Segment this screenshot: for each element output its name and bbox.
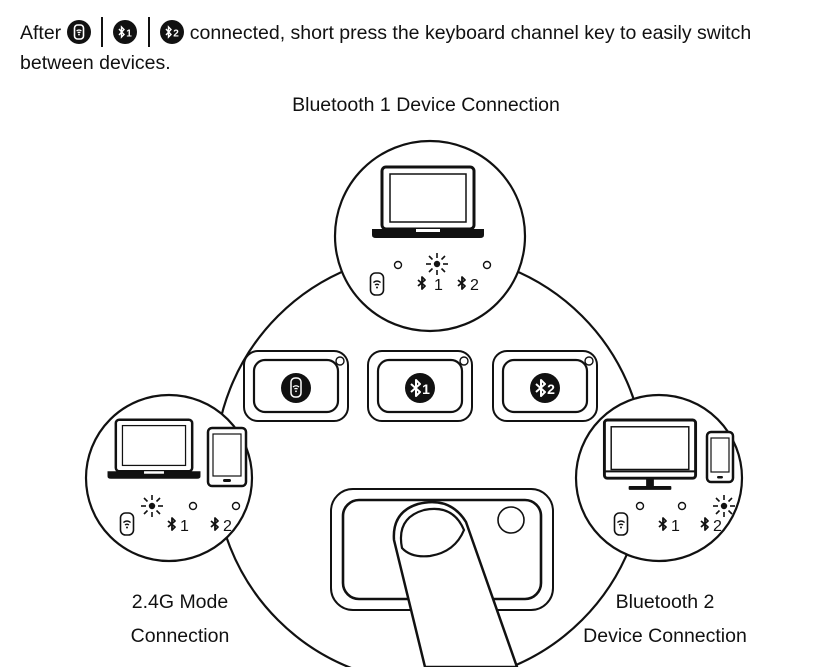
indicator-off bbox=[188, 501, 198, 511]
key-bluetooth-1: 1 bbox=[366, 349, 474, 423]
phone-icon bbox=[705, 430, 735, 484]
indicator-label-1: 1 bbox=[180, 518, 189, 535]
key-bluetooth-2: 2 bbox=[491, 349, 599, 423]
indicator-light bbox=[497, 506, 525, 534]
svg-text:2: 2 bbox=[547, 381, 555, 397]
indicator-off bbox=[231, 501, 241, 511]
indicator-lit-icon bbox=[140, 494, 164, 518]
indicator-label-2: 2 bbox=[470, 277, 479, 294]
indicator-lit-icon bbox=[712, 494, 736, 518]
bluetooth-2-icon: 2 bbox=[160, 20, 185, 44]
tablet-icon bbox=[206, 426, 248, 488]
top-device-circle: 1 2 bbox=[333, 139, 527, 333]
bluetooth-2-key-icon bbox=[530, 373, 560, 403]
instruction-text: After 1 2 connected, short press the key… bbox=[20, 17, 810, 78]
key-2-4g bbox=[242, 349, 350, 423]
indicator-label-2: 2 bbox=[713, 518, 722, 535]
indicator-lit-icon bbox=[425, 252, 449, 276]
finger-icon bbox=[392, 500, 519, 667]
bluetooth-1-key-icon bbox=[405, 373, 435, 403]
left-device-circle: 1 2 bbox=[84, 393, 254, 563]
separator bbox=[101, 17, 104, 47]
monitor-icon bbox=[602, 418, 698, 492]
wifi-indicator-icon bbox=[119, 512, 135, 536]
separator bbox=[147, 17, 150, 47]
indicator-off bbox=[635, 501, 645, 511]
indicator-label-1: 1 bbox=[671, 518, 680, 535]
indicator-off bbox=[677, 501, 687, 511]
laptop-icon bbox=[106, 418, 202, 480]
svg-text:1: 1 bbox=[127, 29, 133, 40]
wifi-indicator-icon bbox=[369, 272, 385, 296]
instruction-before: After bbox=[20, 22, 62, 44]
wifi-receiver-icon bbox=[66, 20, 91, 44]
bluetooth-1-icon: 1 bbox=[113, 20, 138, 44]
svg-text:1: 1 bbox=[422, 381, 430, 397]
indicator-off bbox=[482, 260, 492, 270]
svg-text:2: 2 bbox=[174, 29, 180, 40]
indicator-off bbox=[393, 260, 403, 270]
label-bluetooth-1: Bluetooth 1 Device Connection bbox=[292, 94, 560, 116]
indicator-label-2: 2 bbox=[223, 518, 232, 535]
right-device-circle: 1 2 bbox=[574, 393, 744, 563]
wifi-indicator-icon bbox=[613, 512, 629, 536]
instruction-after: connected, short press the keyboard chan… bbox=[20, 22, 752, 74]
laptop-icon bbox=[370, 165, 486, 240]
indicator-label-1: 1 bbox=[434, 277, 443, 294]
